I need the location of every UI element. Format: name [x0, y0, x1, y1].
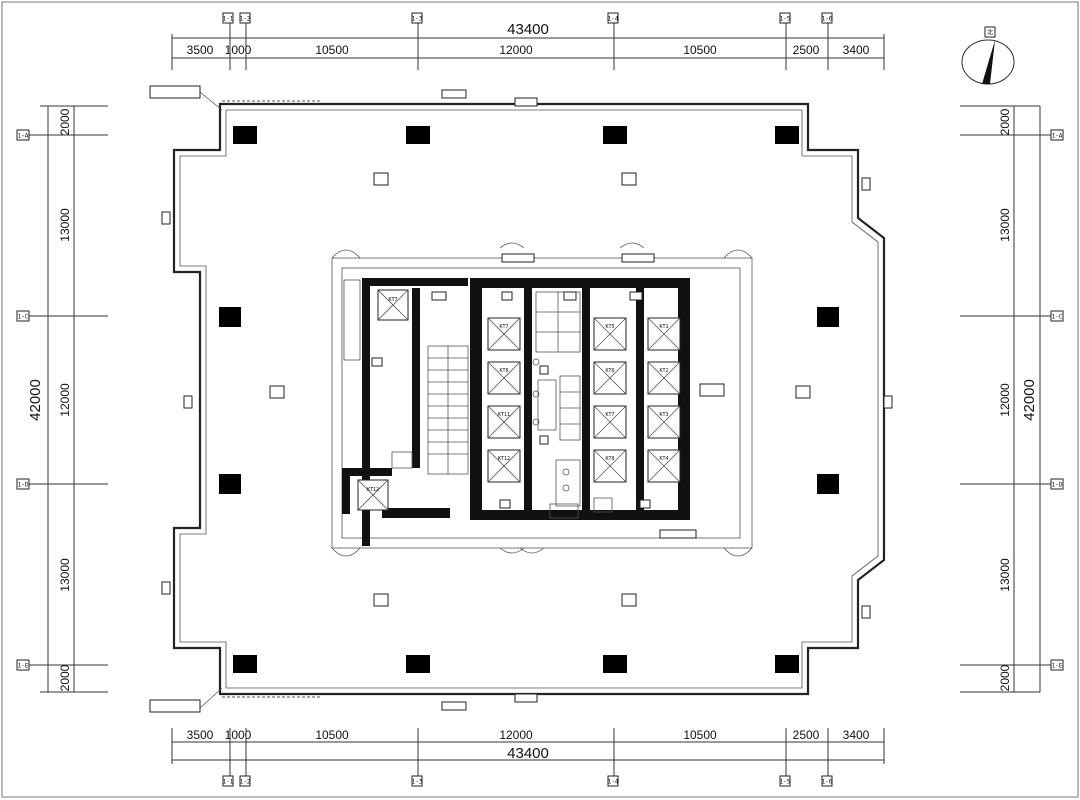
axis-right-4: 1-E — [1052, 663, 1063, 670]
axis-top-2: 1-2 — [240, 16, 251, 23]
elevator-label-9: KT7 — [605, 412, 614, 418]
bottom-seg-5: 10500 — [683, 728, 717, 742]
axis-bottom-6: 1-6 — [822, 779, 833, 786]
elevator-label-7: KT5 — [605, 324, 614, 330]
axis-bottom-1: 1-1 — [223, 779, 234, 786]
compass-label: 北 — [987, 29, 993, 37]
elevator-label-8: KT6 — [605, 368, 614, 374]
elevator-label-13: KT3 — [659, 412, 668, 418]
right-seg-1: 2000 — [998, 108, 1012, 135]
axis-top-4: 1-4 — [608, 16, 619, 23]
building-outline — [149, 85, 893, 713]
axis-left-1: 1-A — [18, 133, 29, 140]
left-seg-4: 13000 — [58, 558, 72, 592]
axis-bottom-2: 1-2 — [240, 779, 251, 786]
elevator-label-1: KT7 — [499, 324, 508, 330]
bottom-seg-3: 10500 — [315, 728, 349, 742]
top-seg-3: 10500 — [315, 43, 349, 57]
axis-top-3: 1-3 — [412, 16, 423, 23]
top-seg-1: 3500 — [187, 43, 214, 57]
axis-top-1: 1-1 — [223, 16, 234, 23]
north-compass: 北 — [961, 26, 1015, 85]
left-seg-2: 13000 — [58, 208, 72, 242]
top-seg-2: 1000 — [225, 43, 252, 57]
axis-bottom-3: 1-3 — [412, 779, 423, 786]
right-total-dimension: 42000 — [1021, 379, 1038, 421]
left-seg-3: 12000 — [58, 383, 72, 417]
elevator-label-11: KT1 — [659, 324, 668, 330]
room-tags — [269, 172, 811, 607]
axis-bottom-5: 1-5 — [780, 779, 791, 786]
right-seg-5: 2000 — [998, 664, 1012, 691]
left-seg-5: 2000 — [58, 664, 72, 691]
bottom-seg-6: 2500 — [793, 728, 820, 742]
left-dimension-group: 42000 2000 13000 12000 13000 2000 1-A 1-… — [16, 105, 108, 693]
top-total-dimension: 43400 — [507, 21, 549, 38]
elevator-label-10: KT8 — [605, 456, 614, 462]
right-dimension-group: 42000 2000 13000 12000 13000 2000 1-A 1-… — [960, 105, 1064, 693]
axis-bottom-4: 1-4 — [608, 779, 619, 786]
axis-left-2: 1-C — [18, 314, 29, 321]
top-seg-7: 3400 — [843, 43, 870, 57]
axis-right-3: 1-D — [1052, 482, 1063, 489]
building-core: KT7 KT8 KT11 KT12 KT7 KT12 KT5 KT6 KT7 K… — [331, 242, 753, 557]
left-seg-1: 2000 — [58, 108, 72, 135]
top-dimension-group: 43400 3500 1000 10500 12000 10500 2500 3… — [171, 12, 885, 70]
axis-right-1: 1-A — [1052, 133, 1063, 140]
top-seg-4: 12000 — [499, 43, 533, 57]
bottom-seg-2: 1000 — [225, 728, 252, 742]
elevator-label-4: KT12 — [498, 456, 510, 462]
top-seg-6: 2500 — [793, 43, 820, 57]
elevator-label-3: KT11 — [498, 412, 510, 418]
bottom-seg-1: 3500 — [187, 728, 214, 742]
elevator-label-6: KT12 — [367, 487, 379, 493]
left-total-dimension: 42000 — [27, 379, 44, 421]
elevator-label-5: KT7 — [388, 297, 397, 303]
north-arrow-icon — [982, 40, 995, 84]
axis-top-6: 1-6 — [822, 16, 833, 23]
bottom-seg-4: 12000 — [499, 728, 533, 742]
elevator-label-2: KT8 — [499, 368, 508, 374]
right-seg-3: 12000 — [998, 383, 1012, 417]
bottom-total-dimension: 43400 — [507, 745, 549, 762]
bottom-seg-7: 3400 — [843, 728, 870, 742]
right-seg-4: 13000 — [998, 558, 1012, 592]
axis-top-5: 1-5 — [780, 16, 791, 23]
right-seg-2: 13000 — [998, 208, 1012, 242]
elevator-label-14: KT4 — [659, 456, 668, 462]
axis-left-4: 1-E — [18, 663, 29, 670]
elevator-label-12: KT2 — [659, 368, 668, 374]
top-seg-5: 10500 — [683, 43, 717, 57]
structural-columns — [219, 126, 839, 673]
bottom-dimension-group: 43400 3500 1000 10500 12000 10500 2500 3… — [171, 728, 885, 787]
axis-left-3: 1-D — [18, 482, 29, 489]
axis-right-2: 1-C — [1052, 314, 1063, 321]
